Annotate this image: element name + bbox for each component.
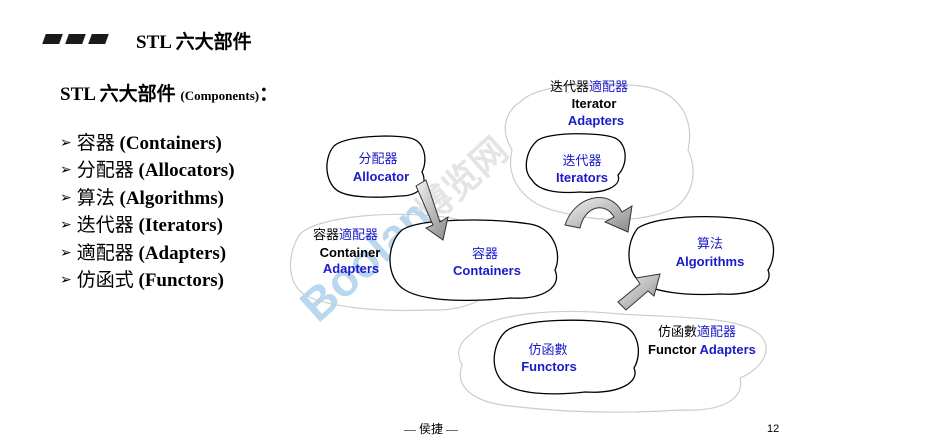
functors-zh: 仿函數 bbox=[528, 343, 567, 358]
containers-en: Containers bbox=[453, 263, 521, 278]
functors-to-algorithms-arrow bbox=[617, 273, 661, 311]
containers-zh: 容器 bbox=[472, 246, 498, 262]
list-item: ➢迭代器 (Iterators) bbox=[60, 215, 223, 237]
iterators-en: Iterators bbox=[556, 170, 608, 185]
arrow-bullet-icon: ➢ bbox=[60, 162, 72, 179]
iterator-adapters-en2: Adapters bbox=[568, 113, 624, 128]
components-list: ➢容器 (Containers) ➢分配器 (Allocators) ➢算法 (… bbox=[60, 131, 235, 295]
functor-adapters-en: Functor Adapters bbox=[648, 342, 756, 357]
algorithms-zh: 算法 bbox=[697, 237, 723, 252]
page-number: 12 bbox=[767, 423, 780, 435]
footer-author: — 侯捷 — bbox=[404, 422, 459, 436]
heading-colon: ： bbox=[259, 84, 279, 105]
header-title: STL 六大部件 bbox=[136, 32, 252, 53]
list-item: ➢容器 (Containers) bbox=[60, 133, 222, 154]
functors-en: Functors bbox=[521, 359, 577, 374]
list-item: ➢適配器 (Adapters) bbox=[60, 242, 227, 264]
iterators-zh: 迭代器 bbox=[562, 154, 601, 169]
heading-main: STL 六大部件 bbox=[60, 84, 181, 105]
list-item: ➢分配器 (Allocators) bbox=[60, 160, 235, 182]
iterator-adapters-zh: 迭代器適配器 bbox=[550, 79, 628, 95]
arrow-bullet-icon: ➢ bbox=[60, 217, 72, 234]
allocator-en: Allocator bbox=[353, 169, 409, 184]
iterators-cloud bbox=[525, 133, 626, 194]
iterator-adapters-region bbox=[504, 83, 694, 221]
container-adapters-en2: Adapters bbox=[323, 261, 379, 276]
heading-paren: (Components) bbox=[180, 88, 260, 103]
slide-heading: STL 六大部件 (Components)： bbox=[60, 79, 278, 106]
iterator-adapters-en1: Iterator bbox=[572, 96, 617, 111]
allocator-zh: 分配器 bbox=[358, 152, 397, 167]
algorithms-en: Algorithms bbox=[676, 254, 745, 269]
arrow-bullet-icon: ➢ bbox=[60, 135, 72, 151]
arrow-bullet-icon: ➢ bbox=[60, 189, 72, 206]
allocator-to-containers-arrow bbox=[415, 179, 449, 241]
functor-adapters-zh: 仿函數適配器 bbox=[658, 324, 736, 340]
list-item: ➢仿函式 (Functors) bbox=[60, 270, 224, 292]
list-item: ➢算法 (Algorithms) bbox=[60, 187, 224, 209]
algorithms-to-containers-curved-arrow bbox=[564, 197, 633, 233]
arrow-bullet-icon: ➢ bbox=[60, 272, 72, 289]
containers-cloud bbox=[389, 219, 559, 302]
arrow-bullet-icon: ➢ bbox=[60, 244, 72, 261]
functor-adapters-region bbox=[458, 310, 767, 413]
functors-cloud bbox=[493, 319, 640, 395]
container-adapters-en1: Container bbox=[320, 245, 381, 260]
container-adapters-zh: 容器適配器 bbox=[313, 227, 378, 243]
